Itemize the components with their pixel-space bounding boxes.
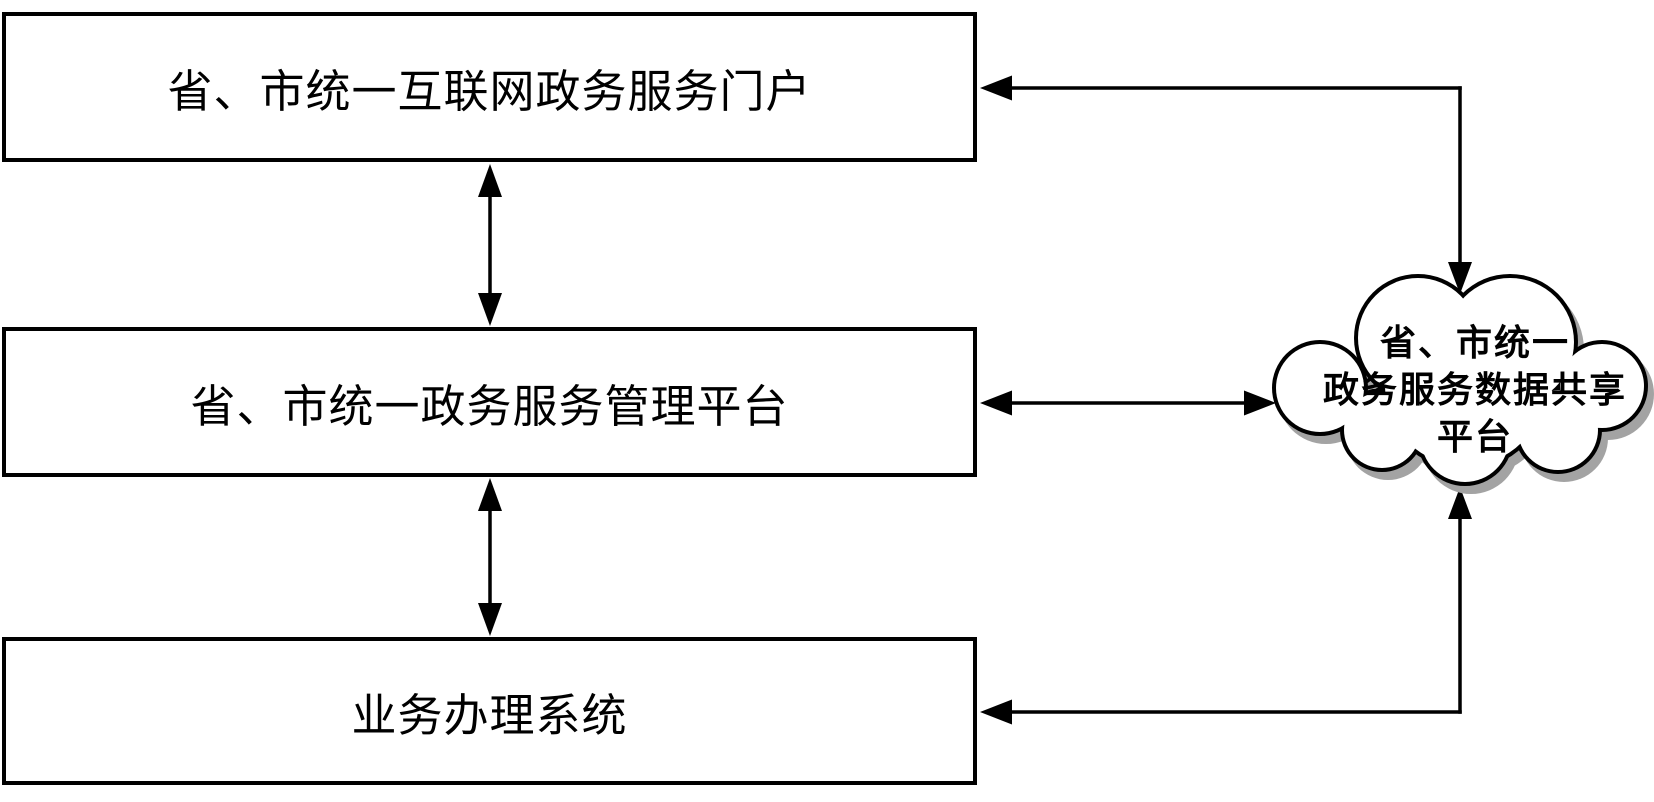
cloud-body	[1276, 278, 1644, 482]
cloud-label-line-1: 省、市统一	[1379, 321, 1570, 363]
connector-cloud-business	[980, 487, 1472, 725]
cloud-label-line-3: 平台	[1436, 415, 1513, 457]
node-portal: 省、市统一互联网政务服务门户	[2, 12, 977, 162]
node-business-system: 业务办理系统	[2, 637, 977, 785]
cloud-shape	[1272, 274, 1654, 494]
node-data-sharing-cloud-label: 省、市统一 政务服务数据共享 平台	[1295, 318, 1654, 460]
arrow-portal-management	[478, 164, 502, 326]
node-management-platform-label: 省、市统一政务服务管理平台	[190, 380, 789, 432]
cloud-label-line-2: 政务服务数据共享	[1322, 368, 1627, 410]
arrow-management-business	[478, 478, 502, 636]
node-management-platform: 省、市统一政务服务管理平台	[2, 327, 977, 477]
node-business-system-label: 业务办理系统	[351, 689, 628, 741]
connector-management-cloud	[980, 390, 1276, 416]
connector-cloud-portal	[980, 75, 1472, 294]
node-portal-label: 省、市统一互联网政务服务门户	[167, 65, 812, 117]
